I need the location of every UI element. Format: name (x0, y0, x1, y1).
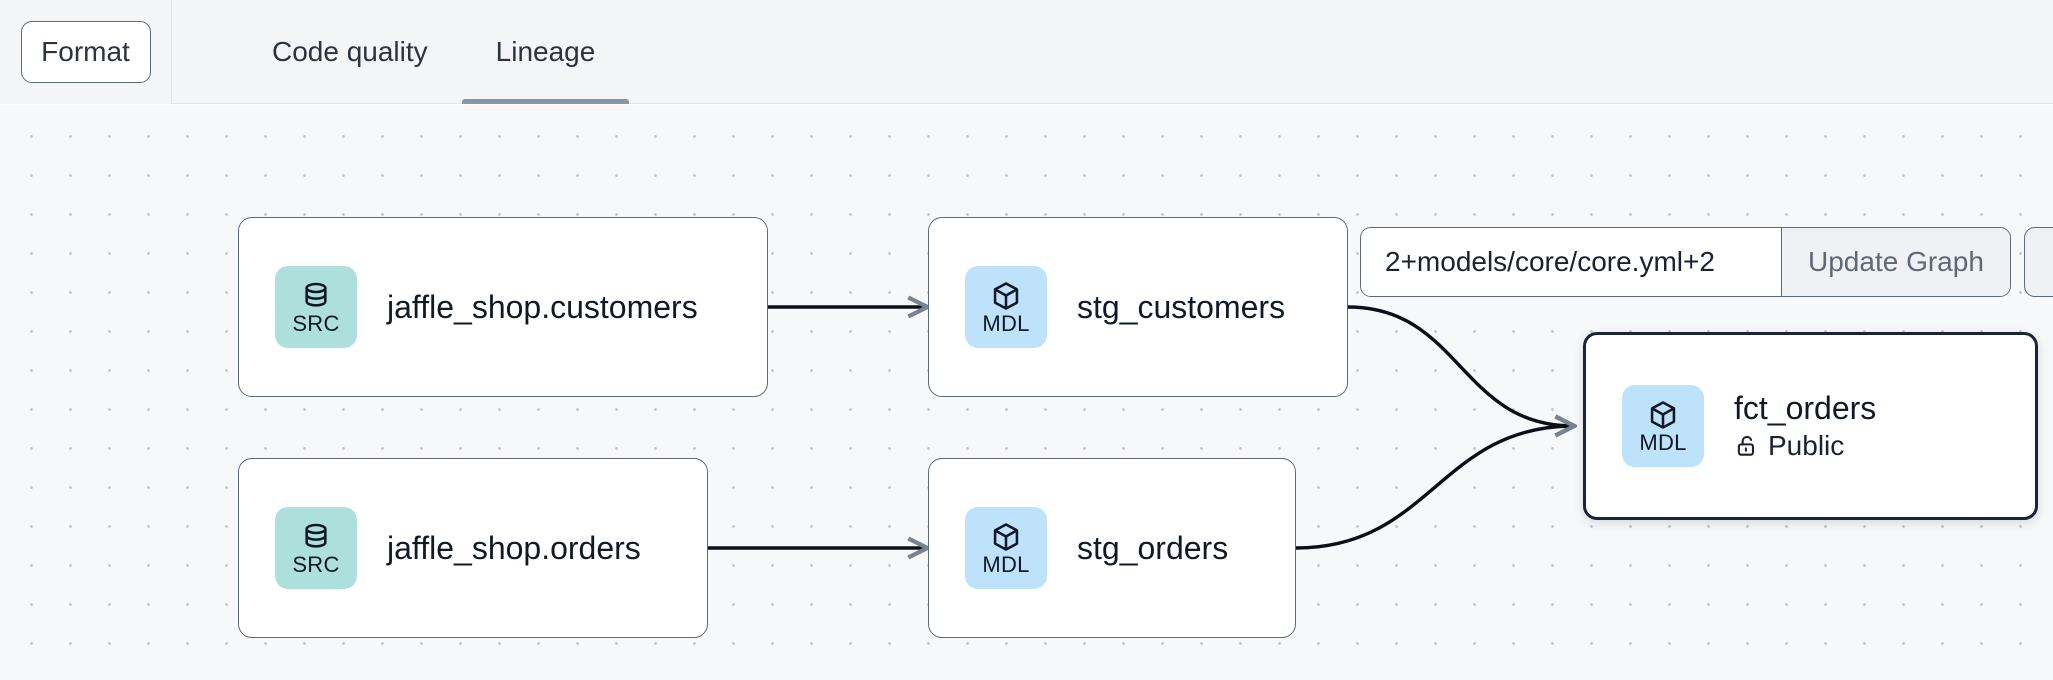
node-visibility: Public (1734, 430, 1876, 462)
node-badge-label: MDL (982, 310, 1030, 336)
node-text-block: stg_orders (1077, 530, 1228, 567)
node-badge-label: SRC (292, 310, 340, 336)
tab-lineage[interactable]: Lineage (461, 0, 630, 104)
node-badge-mdl: MDL (965, 507, 1047, 589)
lineage-node-fct-orders[interactable]: MDL fct_orders Public (1583, 332, 2038, 520)
node-text-block: stg_customers (1077, 289, 1285, 326)
tab-code-quality[interactable]: Code quality (238, 0, 462, 104)
graph-controls: Update Graph (1360, 227, 2053, 297)
cube-icon (993, 281, 1019, 310)
toolbar: Format Code quality Lineage (0, 0, 2053, 104)
node-badge-src: SRC (275, 266, 357, 348)
node-text-block: jaffle_shop.orders (387, 530, 641, 567)
node-title: jaffle_shop.customers (387, 288, 698, 325)
node-badge-mdl: MDL (1622, 385, 1704, 467)
node-visibility-label: Public (1768, 430, 1845, 462)
node-title: stg_orders (1077, 529, 1229, 566)
selector-group: Update Graph (1360, 227, 2011, 297)
graph-selector-input[interactable] (1361, 228, 1781, 296)
lineage-node-stg-customers[interactable]: MDL stg_customers (928, 217, 1348, 397)
cube-icon (993, 522, 1019, 551)
tab-lineage-label: Lineage (495, 35, 596, 67)
lineage-canvas[interactable]: SRC jaffle_shop.customers MDL stg_custom… (0, 105, 2053, 680)
node-text-block: jaffle_shop.customers (387, 289, 698, 326)
graph-extra-control[interactable] (2023, 227, 2053, 297)
lineage-node-jaffle-shop-customers[interactable]: SRC jaffle_shop.customers (238, 217, 768, 397)
update-graph-button[interactable]: Update Graph (1781, 228, 2010, 296)
tab-code-quality-label: Code quality (272, 35, 428, 67)
edge-stg-orders-to-fct-orders (1295, 426, 1572, 550)
cube-icon (1650, 400, 1676, 429)
node-title: fct_orders (1734, 389, 1877, 426)
unlock-icon (1737, 436, 1754, 457)
lineage-node-stg-orders[interactable]: MDL stg_orders (928, 458, 1296, 638)
node-text-block: fct_orders Public (1734, 390, 1876, 463)
tab-bar: Code quality Lineage (172, 0, 629, 104)
node-badge-mdl: MDL (965, 266, 1047, 348)
node-badge-label: MDL (1639, 429, 1687, 455)
node-title: jaffle_shop.orders (387, 529, 641, 566)
database-icon (305, 282, 327, 307)
database-icon (305, 523, 327, 548)
format-button[interactable]: Format (20, 20, 151, 83)
node-badge-label: SRC (292, 551, 340, 577)
format-button-zone: Format (0, 0, 172, 104)
node-badge-label: MDL (982, 551, 1030, 577)
node-badge-src: SRC (275, 507, 357, 589)
node-title: stg_customers (1077, 288, 1286, 325)
edge-stg-customers-to-fct-orders (1347, 305, 1572, 426)
lineage-node-jaffle-shop-orders[interactable]: SRC jaffle_shop.orders (238, 458, 708, 638)
